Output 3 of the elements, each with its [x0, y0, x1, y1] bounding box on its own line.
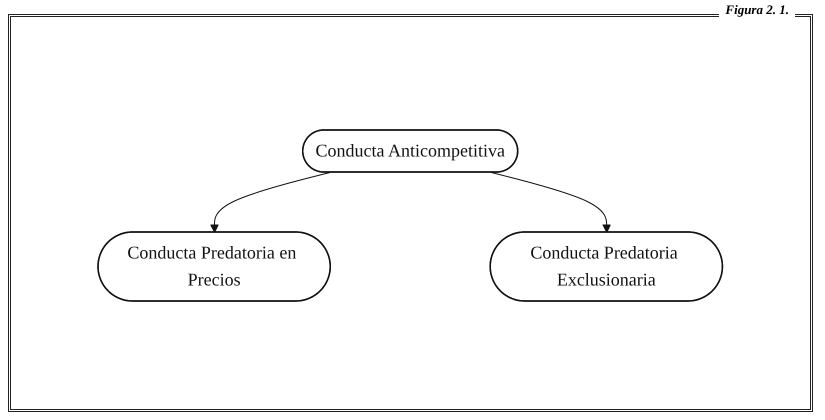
figure-caption: Figura 2. 1. [719, 2, 795, 18]
arrow [490, 172, 611, 232]
arrow [210, 172, 330, 232]
